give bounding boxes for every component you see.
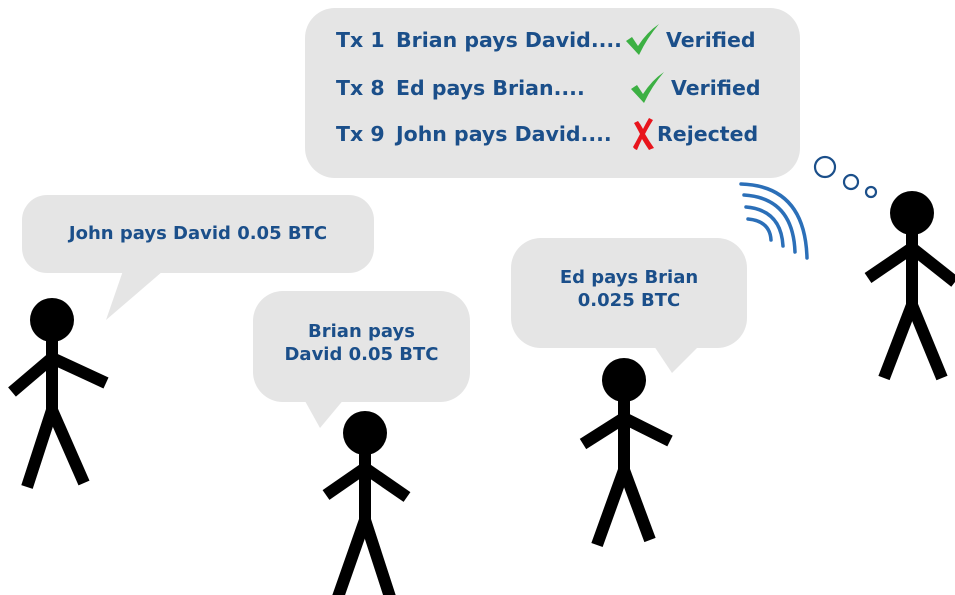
brian-message-line2: David 0.05 BTC (284, 344, 439, 365)
tx-id: Tx 1 (336, 28, 385, 52)
john-message: John pays David 0.05 BTC (68, 223, 328, 244)
ed-message-line2: 0.025 BTC (577, 290, 681, 311)
status-verified: Verified (666, 28, 756, 52)
thought-circle-medium (842, 173, 860, 191)
status-rejected: Rejected (657, 122, 759, 146)
broadcast-signal-icon (739, 182, 809, 260)
stick-figure-john (8, 298, 109, 489)
brian-message-line1: Brian pays (308, 321, 415, 342)
ed-message-line1: Ed pays Brian (559, 267, 699, 288)
thought-circle-small (864, 185, 878, 199)
tx-description: Brian pays David.... (396, 28, 622, 52)
stick-figure-ed (579, 358, 673, 548)
ledger-bubble (305, 8, 800, 178)
brian-speech-bubble (253, 291, 470, 428)
john-speech-bubble (22, 195, 374, 320)
stick-figure-david (864, 191, 955, 381)
tx-id: Tx 9 (336, 122, 385, 146)
stick-figure-brian (322, 411, 411, 595)
check-icon (626, 24, 659, 55)
tx-id: Tx 8 (336, 76, 385, 100)
ed-message: Ed pays Brian 0.025 BTC (511, 266, 747, 312)
tx-description: Ed pays Brian.... (396, 76, 585, 100)
brian-message: Brian pays David 0.05 BTC (253, 320, 470, 366)
status-verified: Verified (671, 76, 761, 100)
check-icon (631, 72, 664, 103)
cross-icon (633, 118, 654, 150)
thought-circle-large (813, 155, 837, 179)
tx-description: John pays David.... (396, 122, 612, 146)
ed-speech-bubble (511, 238, 747, 373)
